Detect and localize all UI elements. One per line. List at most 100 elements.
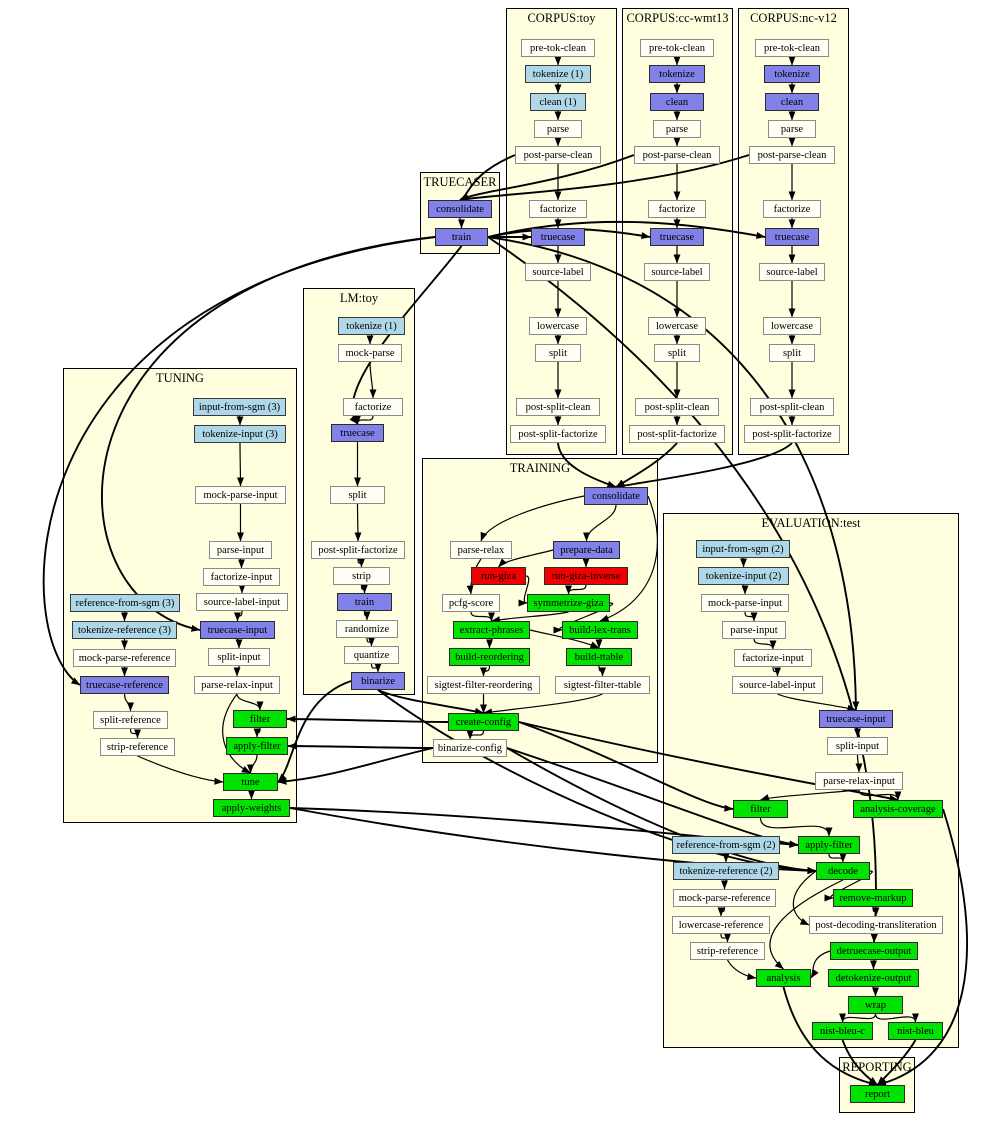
node-ev-wrap[interactable]: wrap [848,996,903,1014]
node-lm-factorize[interactable]: factorize [343,398,403,416]
node-tr-createconfig[interactable]: create-config [448,713,519,731]
node-ev-applyfilter[interactable]: apply-filter [798,836,860,854]
node-c1-split[interactable]: split [535,344,581,362]
node-tu-splitinput[interactable]: split-input [208,648,270,666]
node-c3-postsplitclean[interactable]: post-split-clean [750,398,834,416]
node-tr-preparedata[interactable]: prepare-data [553,541,620,559]
node-c3-factorize[interactable]: factorize [763,200,821,218]
node-ev-mockparseinput[interactable]: mock-parse-input [701,594,789,612]
node-c2-tokenize[interactable]: tokenize [649,65,705,83]
node-tr-extractphrases[interactable]: extract-phrases [453,621,530,639]
node-tu-tune[interactable]: tune [223,773,278,791]
node-c3-tokenize[interactable]: tokenize [764,65,820,83]
node-c3-postsplitfact[interactable]: post-split-factorize [744,425,840,443]
node-c2-split[interactable]: split [654,344,700,362]
node-ev-removemarkup[interactable]: remove-markup [833,889,913,907]
node-rp-report[interactable]: report [850,1085,905,1103]
node-tr-sigtestreord[interactable]: sigtest-filter-reordering [427,676,540,694]
node-c1-tokenize[interactable]: tokenize (1) [525,65,591,83]
node-c2-sourcelabel[interactable]: source-label [644,263,710,281]
node-tr-consolidate[interactable]: consolidate [584,487,648,505]
node-ev-decode[interactable]: decode [816,862,870,880]
node-ev-parserelaxinput[interactable]: parse-relax-input [815,772,903,790]
node-c1-postsplitfact[interactable]: post-split-factorize [510,425,606,443]
node-tr-pcfgscore[interactable]: pcfg-score [442,594,500,612]
node-tu-tokinput[interactable]: tokenize-input (3) [194,425,286,443]
node-ev-nistbleu[interactable]: nist-bleu [888,1022,943,1040]
node-c2-postparse[interactable]: post-parse-clean [634,146,720,164]
node-tu-stripref[interactable]: strip-reference [100,738,175,756]
node-ev-postdectrans[interactable]: post-decoding-transliteration [809,916,943,934]
node-tr-rungizainv[interactable]: run-giza-inverse [544,567,628,585]
node-ev-tokref[interactable]: tokenize-reference (2) [673,862,779,880]
node-tc-train[interactable]: train [435,228,488,246]
node-tu-parseinput[interactable]: parse-input [209,541,272,559]
node-ev-filter[interactable]: filter [733,800,788,818]
node-ev-inputsgm[interactable]: input-from-sgm (2) [696,540,790,558]
node-lm-truecase[interactable]: truecase [331,424,384,442]
node-tu-splitref[interactable]: split-reference [93,711,168,729]
node-lm-quantize[interactable]: quantize [344,646,399,664]
node-lm-mockparse[interactable]: mock-parse [338,344,402,362]
node-tc-consolidate[interactable]: consolidate [428,200,492,218]
node-tr-parserelax[interactable]: parse-relax [450,541,512,559]
node-lm-randomize[interactable]: randomize [336,620,398,638]
node-tu-mockparseinput[interactable]: mock-parse-input [195,486,286,504]
node-tu-truecaseref[interactable]: truecase-reference [80,676,169,694]
node-c1-pretok[interactable]: pre-tok-clean [521,39,595,57]
node-c1-parse[interactable]: parse [534,120,582,138]
node-tu-inputsgm[interactable]: input-from-sgm (3) [193,398,286,416]
node-ev-refsgm[interactable]: reference-from-sgm (2) [672,836,780,854]
node-c2-postsplitclean[interactable]: post-split-clean [635,398,719,416]
node-c1-lowercase[interactable]: lowercase [529,317,587,335]
node-tr-binarizeconfig[interactable]: binarize-config [433,739,507,757]
node-c2-postsplitfact[interactable]: post-split-factorize [629,425,725,443]
node-tu-parserelaxinput[interactable]: parse-relax-input [194,676,280,694]
node-lm-postsplitfact[interactable]: post-split-factorize [311,541,405,559]
node-tu-mockparseref[interactable]: mock-parse-reference [73,649,176,667]
node-ev-analysis[interactable]: analysis [756,969,811,987]
node-ev-parseinput[interactable]: parse-input [722,621,786,639]
node-c3-parse[interactable]: parse [768,120,816,138]
node-tr-buildreord[interactable]: build-reordering [449,648,530,666]
node-ev-tokinput[interactable]: tokenize-input (2) [698,567,789,585]
node-lm-split[interactable]: split [330,486,385,504]
node-c1-postparse[interactable]: post-parse-clean [515,146,601,164]
node-tr-rungiza[interactable]: run-giza [471,567,526,585]
node-tu-truecaseinput[interactable]: truecase-input [200,621,275,639]
node-tr-sigtestttable[interactable]: sigtest-filter-ttable [555,676,650,694]
node-c2-truecase[interactable]: truecase [650,228,704,246]
node-ev-truecaseinput[interactable]: truecase-input [819,710,893,728]
node-tr-symgiza[interactable]: symmetrize-giza [527,594,610,612]
node-c3-pretok[interactable]: pre-tok-clean [755,39,829,57]
node-ev-mockparseref[interactable]: mock-parse-reference [673,889,776,907]
node-c1-postsplitclean[interactable]: post-split-clean [516,398,600,416]
node-tu-applyfilter[interactable]: apply-filter [226,737,288,755]
node-ev-stripref[interactable]: strip-reference [690,942,765,960]
node-c1-factorize[interactable]: factorize [529,200,587,218]
node-c2-lowercase[interactable]: lowercase [648,317,706,335]
node-ev-detok[interactable]: detokenize-output [828,969,919,987]
node-tu-filter[interactable]: filter [233,710,287,728]
node-tu-sourcelabelinput[interactable]: source-label-input [196,593,288,611]
node-c3-lowercase[interactable]: lowercase [763,317,821,335]
node-lm-binarize[interactable]: binarize [351,672,405,690]
node-c2-parse[interactable]: parse [653,120,701,138]
node-ev-analysiscoverage[interactable]: analysis-coverage [853,800,943,818]
node-lm-strip[interactable]: strip [333,567,390,585]
node-tr-buildlextrans[interactable]: build-lex-trans [562,621,638,639]
node-c1-truecase[interactable]: truecase [531,228,585,246]
node-ev-detruecase[interactable]: detruecase-output [830,942,918,960]
node-tr-buildttable[interactable]: build-ttable [566,648,632,666]
node-c3-split[interactable]: split [769,344,815,362]
node-ev-factinput[interactable]: factorize-input [734,649,812,667]
node-ev-sourcelabelinput[interactable]: source-label-input [732,676,823,694]
node-c1-clean[interactable]: clean (1) [530,93,586,111]
node-c2-factorize[interactable]: factorize [648,200,706,218]
node-tu-tokref[interactable]: tokenize-reference (3) [72,621,177,639]
node-tu-refsgm[interactable]: reference-from-sgm (3) [70,594,180,612]
node-c2-clean[interactable]: clean [650,93,704,111]
node-ev-nistbleuc[interactable]: nist-bleu-c [812,1022,873,1040]
node-tu-applyweights[interactable]: apply-weights [213,799,290,817]
node-c1-sourcelabel[interactable]: source-label [525,263,591,281]
